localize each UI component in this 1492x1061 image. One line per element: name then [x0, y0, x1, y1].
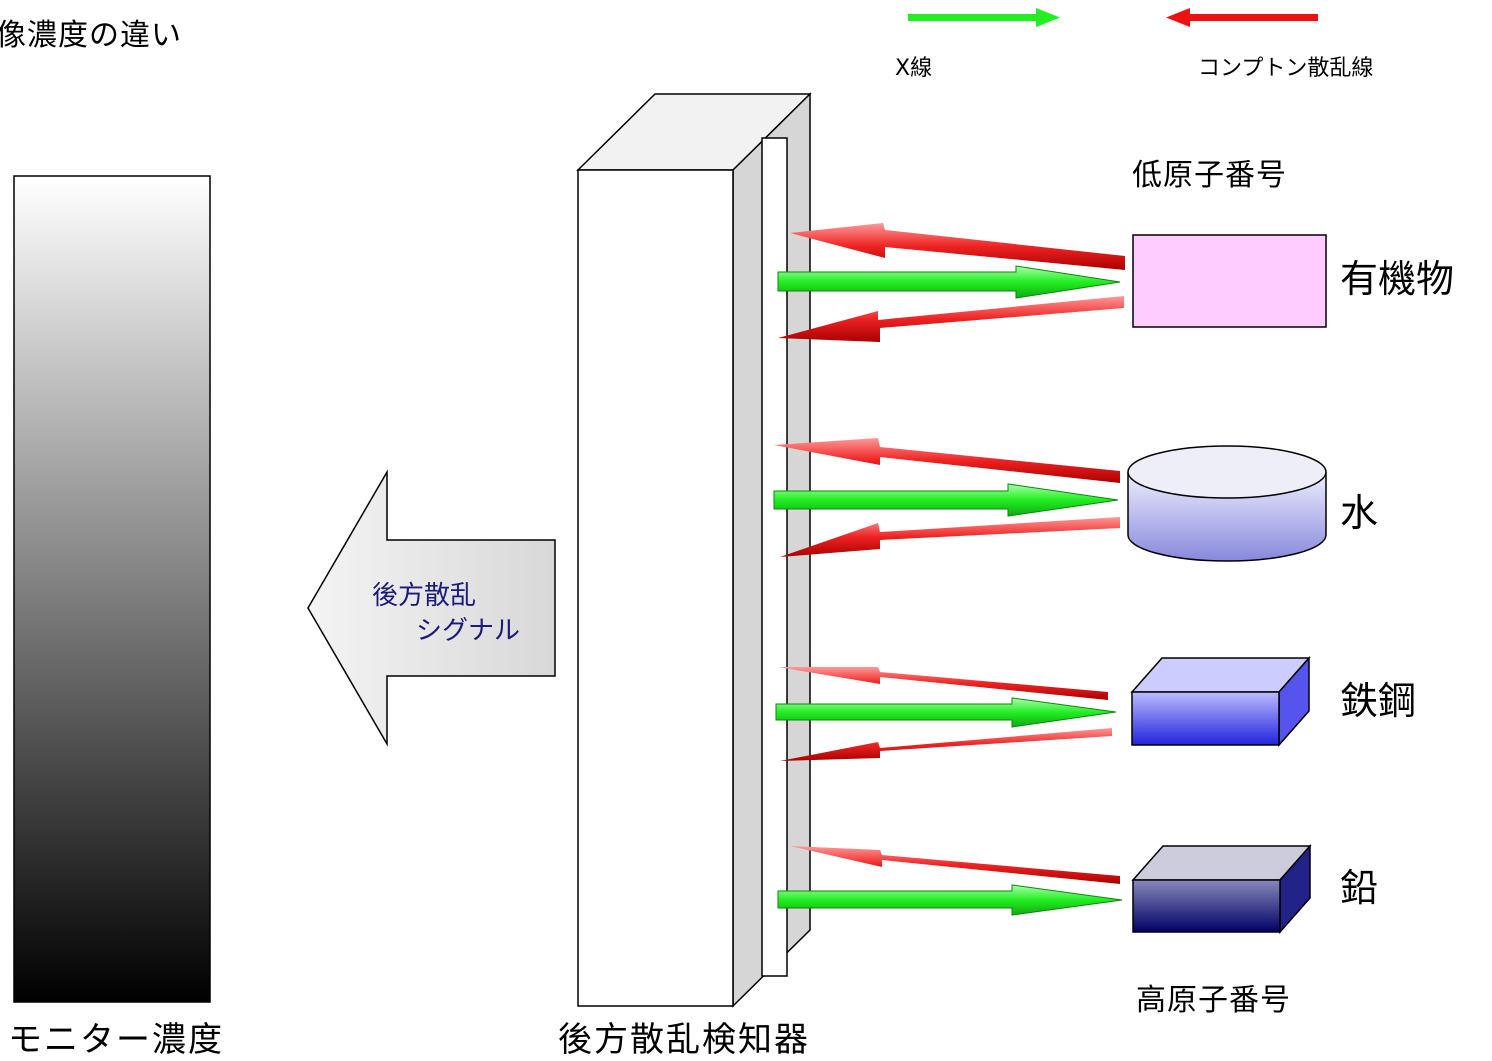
signal-arrow	[307, 469, 556, 747]
legend-compton-arrow	[1166, 8, 1318, 27]
compton-arrow	[780, 728, 1112, 761]
material-label-water: 水	[1340, 491, 1379, 535]
high-atomic-number-label: 高原子番号	[1136, 983, 1291, 1018]
compton-arrow	[790, 846, 1120, 884]
water-cylinder	[1127, 445, 1327, 562]
compton-arrow	[778, 296, 1124, 342]
material-label-organic: 有機物	[1340, 257, 1455, 301]
compton-arrow	[780, 517, 1120, 557]
material-label-steel: 鉄鋼	[1340, 679, 1417, 723]
organic-box	[1132, 234, 1327, 328]
low-atomic-number-label: 低原子番号	[1132, 158, 1287, 193]
legend-xray-label: X線	[895, 56, 933, 81]
lead-box	[1131, 844, 1312, 934]
signal-label-line1: 後方散乱	[372, 581, 477, 611]
monitor-density-label: モニター濃度	[8, 1020, 224, 1060]
xray-arrow	[775, 697, 1117, 728]
compton-arrow	[790, 223, 1125, 270]
detector-block	[576, 92, 812, 1008]
xray-arrow	[773, 483, 1119, 517]
legend-xray-arrow	[908, 8, 1060, 27]
legend-compton-label: コンプトン散乱線	[1198, 56, 1374, 81]
detector-label: 後方散乱検知器	[558, 1020, 810, 1060]
signal-label-line2: シグナル	[416, 616, 521, 646]
monitor-density-bar	[13, 175, 211, 1003]
xray-arrow	[777, 884, 1123, 916]
xray-arrow	[777, 265, 1121, 299]
material-label-lead: 鉛	[1340, 866, 1379, 910]
page-title: 像濃度の違い	[0, 18, 182, 53]
compton-arrow	[778, 667, 1108, 700]
compton-arrow	[774, 438, 1120, 483]
steel-box	[1130, 656, 1311, 747]
